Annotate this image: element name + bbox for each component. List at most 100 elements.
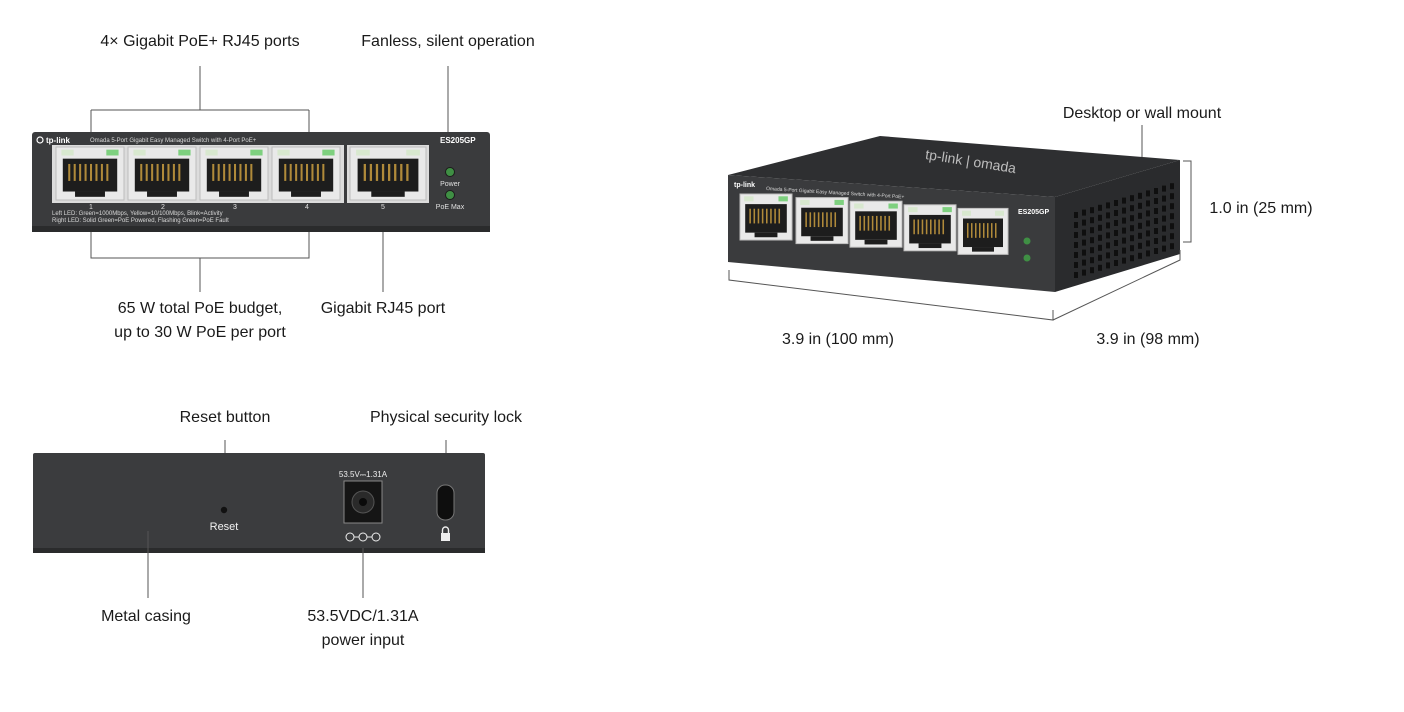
callout-poe-ports: 4× Gigabit PoE+ RJ45 ports (100, 33, 299, 50)
front-port-2-left-led-icon (133, 149, 146, 156)
vent-slot (1098, 264, 1102, 271)
vent-slot (1098, 234, 1102, 241)
front-port-5-left-led-icon (356, 149, 370, 156)
reset-label: Reset (210, 521, 239, 533)
vent-slot (1122, 257, 1126, 264)
leader-poe-ports (90, 66, 310, 146)
perspective-port-3-right-led-icon (888, 203, 898, 209)
front-port-4 (271, 146, 341, 201)
vent-slot (1106, 212, 1110, 219)
vent-slot (1074, 262, 1078, 268)
model-label-front: ES205GP (440, 136, 476, 145)
callout-depth: 3.9 in (98 mm) (1096, 331, 1199, 348)
vent-slot (1090, 237, 1094, 244)
perspective-port-4-left-led-icon (908, 207, 918, 213)
vent-slot (1146, 240, 1150, 247)
perspective-port-2-right-led-icon (834, 199, 844, 205)
vent-slot (1122, 227, 1126, 234)
vent-slot (1154, 208, 1158, 214)
vent-slot (1114, 200, 1118, 206)
callout-power-input-line-1: 53.5VDC/1.31A (307, 608, 419, 625)
vent-slot (1162, 185, 1166, 192)
vent-slot (1074, 252, 1078, 258)
brand-logo-front: tp-link (36, 136, 71, 145)
vent-slot (1138, 252, 1142, 259)
vent-slot (1074, 232, 1078, 238)
callout-poe-budget-line-2: up to 30 W PoE per port (114, 324, 286, 341)
vent-slot (1138, 232, 1142, 239)
vent-slot (1170, 233, 1174, 240)
vent-slot (1146, 250, 1150, 257)
callout-poe-budget-line-1: 65 W total PoE budget, (118, 300, 283, 317)
power-rating-label: 53.5V⎓1.31A (339, 470, 388, 479)
vent-slot (1154, 218, 1158, 224)
front-port-group (52, 145, 429, 203)
callout-height: 1.0 in (25 mm) (1209, 200, 1312, 217)
power-led-icon (445, 167, 455, 177)
vent-slot (1098, 204, 1102, 211)
vent-slot (1130, 215, 1134, 222)
vent-slot (1090, 217, 1094, 224)
perspective-port-5 (957, 207, 1009, 255)
vent-slot (1154, 228, 1158, 234)
vent-slot (1130, 245, 1134, 252)
front-port-1-right-led-icon (106, 149, 119, 156)
vent-slot (1162, 225, 1166, 232)
vent-slot (1146, 200, 1150, 207)
vent-slot (1122, 207, 1126, 214)
front-port-5 (349, 146, 427, 201)
vent-slot (1122, 247, 1126, 254)
front-view: 4× Gigabit PoE+ RJ45 ports Fanless, sile… (32, 33, 535, 341)
vent-slot (1154, 238, 1158, 244)
power-led-label: Power (440, 181, 461, 188)
vent-slot (1082, 239, 1086, 246)
perspective-port-3-left-led-icon (854, 203, 864, 209)
polarity-symbol-icon (345, 532, 381, 542)
vent-slot (1082, 269, 1086, 276)
port-number-5: 5 (381, 204, 385, 211)
vent-slot (1106, 252, 1110, 259)
vent-slot (1170, 223, 1174, 230)
front-port-4-left-led-icon (277, 149, 290, 156)
vent-slot (1082, 249, 1086, 256)
dimension-height (1183, 160, 1192, 243)
vent-slot (1098, 244, 1102, 251)
leader-poe-budget (90, 232, 310, 292)
led-legend-line-1: Left LED: Green=1000Mbps, Yellow=10/100M… (52, 211, 223, 217)
rear-chassis (33, 453, 485, 553)
vent-slot (1074, 272, 1078, 278)
vent-slot (1098, 214, 1102, 221)
perspective-port-1 (739, 193, 793, 241)
vent-slot (1146, 210, 1150, 217)
dimension-width (728, 270, 1054, 321)
vent-slot (1170, 203, 1174, 210)
vent-slot (1162, 205, 1166, 212)
vent-slot (1138, 192, 1142, 199)
vent-slot (1154, 248, 1158, 254)
vent-slot (1106, 232, 1110, 239)
vent-slot (1098, 224, 1102, 231)
vent-slot (1106, 262, 1110, 269)
vent-slot (1146, 230, 1150, 237)
perspective-port-2 (795, 197, 849, 245)
callout-mount: Desktop or wall mount (1063, 105, 1222, 122)
vent-slot (1170, 243, 1174, 250)
brand-text-front: tp-link (46, 136, 71, 145)
vent-slot (1106, 202, 1110, 209)
device-description-front: Omada 5-Port Gigabit Easy Managed Switch… (90, 138, 257, 144)
callout-security-lock: Physical security lock (370, 409, 523, 426)
vent-slot (1170, 213, 1174, 220)
vent-slot (1106, 242, 1110, 249)
vent-slot (1090, 267, 1094, 274)
vent-slot (1162, 195, 1166, 202)
front-port-2-right-led-icon (178, 149, 191, 156)
vent-slot (1154, 188, 1158, 194)
vent-slot (1130, 235, 1134, 242)
perspective-port-4-right-led-icon (942, 207, 952, 213)
vent-slot (1130, 195, 1134, 202)
lock-icon (441, 526, 450, 541)
vent-slot (1138, 242, 1142, 249)
vent-slot (1138, 212, 1142, 219)
callout-reset-button: Reset button (180, 409, 271, 426)
